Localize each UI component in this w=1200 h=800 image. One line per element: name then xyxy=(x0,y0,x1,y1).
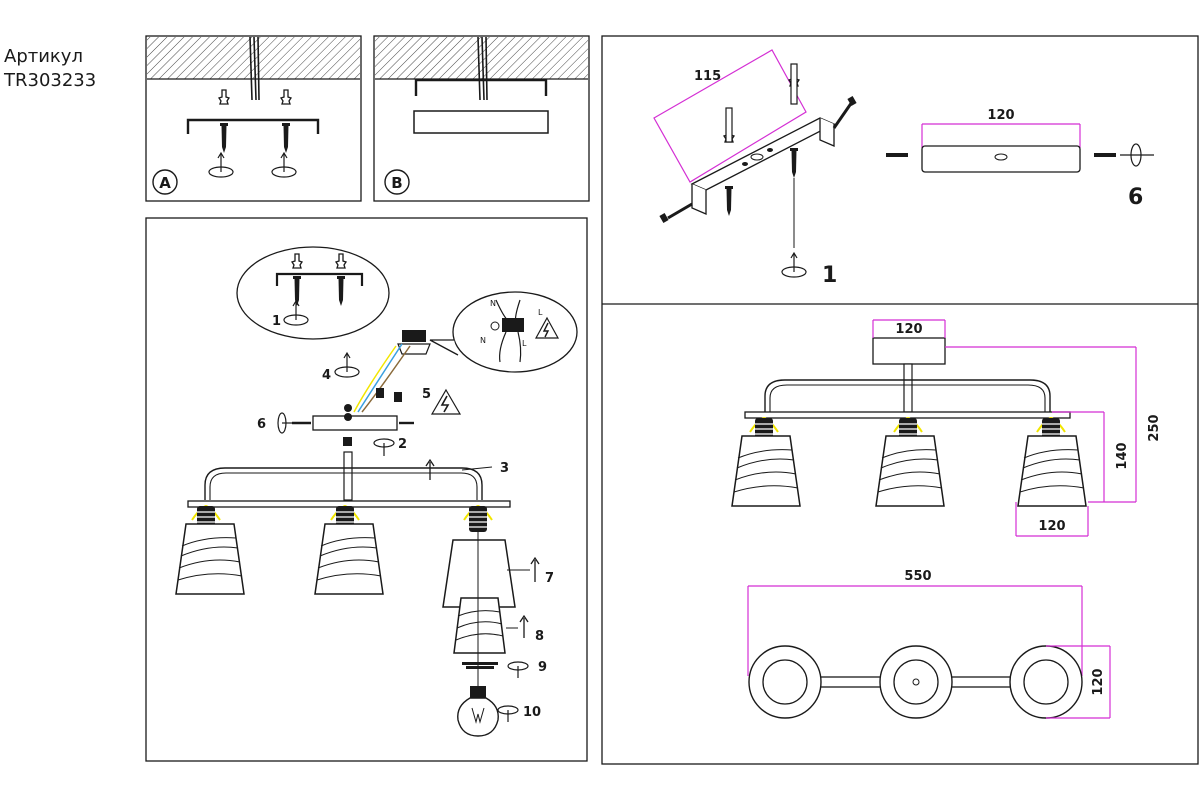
outer-shade xyxy=(442,539,516,608)
dimension-115 xyxy=(653,49,807,183)
rotate-icon xyxy=(373,438,395,456)
stem-tube xyxy=(903,363,913,413)
lamp-socket xyxy=(463,505,493,533)
lamp-shade xyxy=(175,523,245,595)
shade-ring xyxy=(462,662,498,669)
rotate-icon xyxy=(781,252,807,278)
dimensions-top-view: 550 120 xyxy=(747,569,1111,719)
bulb-icon xyxy=(457,686,499,737)
mount-bracket xyxy=(690,117,836,215)
mount-panel-b: B xyxy=(373,35,590,202)
bracket-step-6: 6 xyxy=(1128,185,1143,210)
wire-n-top: N xyxy=(490,299,496,308)
mount-bracket xyxy=(414,78,548,96)
electric-warning-icon xyxy=(534,316,560,339)
lamp-shade xyxy=(731,435,801,507)
dim-shade-diameter: 120 xyxy=(1091,668,1106,695)
stem-tube xyxy=(343,451,353,501)
arch-frame xyxy=(204,467,483,500)
rotate-side-icon xyxy=(1120,143,1154,167)
wire-n-bottom: N xyxy=(480,336,486,345)
dim-canopy-width: 120 xyxy=(895,322,922,337)
terminal-block xyxy=(397,330,431,355)
screw-icon xyxy=(220,123,228,153)
anchor-icon xyxy=(280,89,292,105)
wire-l-bottom: L xyxy=(522,339,527,348)
canopy-plate xyxy=(292,404,414,431)
dim-115-label: 115 xyxy=(694,69,721,84)
dim-120-label: 120 xyxy=(987,108,1014,123)
step-2-label: 2 xyxy=(398,437,407,452)
step-6-label: 6 xyxy=(257,417,266,432)
canopy-plate xyxy=(413,110,549,134)
screw-icon xyxy=(790,148,798,178)
panel-b-label: B xyxy=(391,174,402,192)
wire-l-top: L xyxy=(538,308,543,317)
step-3-label: 3 xyxy=(500,461,509,476)
up-arrow-icon xyxy=(425,458,435,480)
inner-shade xyxy=(453,597,506,654)
fixing-nut xyxy=(343,437,352,446)
up-arrow-icon xyxy=(530,556,540,582)
arch-frame xyxy=(764,379,1051,412)
supply-wires xyxy=(353,343,411,413)
dimensions-front-view: 120 250 140 120 xyxy=(731,319,1162,537)
ceiling-wires xyxy=(249,36,260,101)
dim-total-height: 250 xyxy=(1147,414,1162,441)
ceiling-wires xyxy=(477,36,488,101)
rotate-icon xyxy=(334,352,360,378)
rotate-icon xyxy=(497,705,519,722)
screw-icon xyxy=(725,186,733,216)
mount-panel-a: A xyxy=(145,35,362,202)
rotate-icon xyxy=(271,152,297,178)
rotate-icon xyxy=(507,661,529,678)
article-block: Артикул TR303233 xyxy=(3,46,96,91)
step-5-label: 5 xyxy=(422,387,431,402)
step-7-label: 7 xyxy=(545,571,554,586)
canopy-plate xyxy=(921,145,1081,173)
article-code: TR303233 xyxy=(3,70,96,91)
mounting-detail-callout: 1 xyxy=(236,246,390,340)
rotate-side-icon xyxy=(277,412,298,434)
bracket-step-1: 1 xyxy=(822,263,837,288)
dim-shade-width: 120 xyxy=(1038,519,1065,534)
wiring-detail-callout: N L N L xyxy=(429,291,578,373)
bracket-section: 115 1 120 xyxy=(653,49,1154,288)
step-8-label: 8 xyxy=(535,629,544,644)
lamp-bar xyxy=(744,411,1071,419)
electric-warning-icon xyxy=(430,388,462,415)
anchor-icon xyxy=(218,89,230,105)
right-panel xyxy=(601,35,1199,765)
step-9-label: 9 xyxy=(538,660,547,675)
step-10-label: 10 xyxy=(523,705,541,720)
rotate-icon xyxy=(208,152,234,178)
dim-shade-height: 140 xyxy=(1115,442,1130,469)
dim-total-length: 550 xyxy=(904,569,931,584)
article-label: Артикул xyxy=(4,46,83,67)
panel-a-label: A xyxy=(159,174,171,192)
mount-bracket xyxy=(186,118,320,134)
lamp-shade xyxy=(875,435,945,507)
screw-icon xyxy=(282,123,290,153)
lamp-shade xyxy=(314,523,384,595)
step-4-label: 4 xyxy=(322,368,331,383)
lamp-shade xyxy=(1017,435,1087,507)
assembly-panel: 1 N L N L xyxy=(145,217,588,762)
canopy-plate xyxy=(872,337,946,365)
up-arrow-icon xyxy=(519,614,529,638)
step-1-label: 1 xyxy=(272,314,281,329)
